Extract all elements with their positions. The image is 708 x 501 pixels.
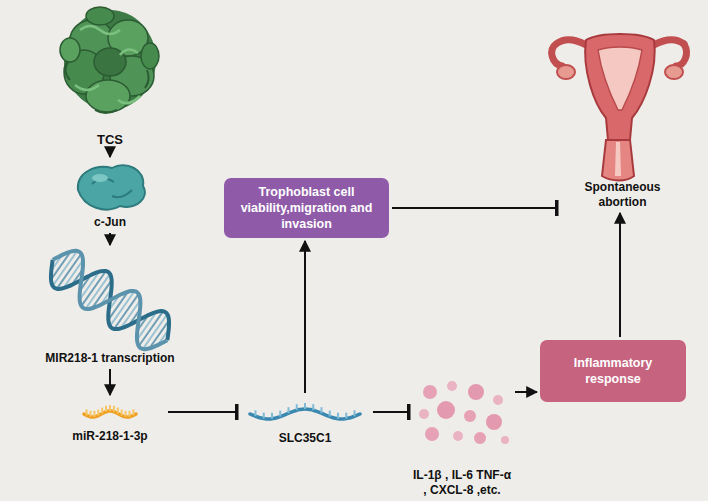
inhibition-connector <box>168 411 237 413</box>
uterus-illustration <box>552 34 687 181</box>
mrna-strand <box>250 403 360 419</box>
arrow-connector <box>304 241 306 393</box>
cytokine-node: IL-1β , IL-6 TNF-α , CXCL-8 ,etc. <box>412 380 512 498</box>
rna-base <box>288 407 290 413</box>
arrow-connector <box>619 213 621 337</box>
rna-base <box>255 410 257 416</box>
inhibition-connector <box>373 411 409 413</box>
node-label: c-Jun <box>94 215 126 230</box>
rna-base <box>296 404 298 410</box>
rna-base <box>109 405 111 411</box>
mirna-strand <box>84 405 136 417</box>
rna-base <box>101 408 103 414</box>
rna-base <box>105 406 107 412</box>
rna-base <box>263 413 265 419</box>
rna-base <box>97 410 99 416</box>
rna-base <box>129 411 131 417</box>
rna-base <box>321 407 323 413</box>
arrow-connector <box>515 391 537 393</box>
rna-backbone <box>250 409 360 419</box>
rna-backbone <box>84 411 136 417</box>
rna-base <box>312 404 314 410</box>
rna-base <box>113 406 115 412</box>
rna-base <box>354 410 356 416</box>
rna-base <box>125 411 127 417</box>
rna-base <box>121 410 123 416</box>
node-label: Spontaneous abortion <box>560 180 685 210</box>
node-label: TCS <box>97 132 123 148</box>
box-label: Inflammatory response <box>548 355 678 388</box>
rna-base <box>271 413 273 419</box>
rna-base <box>279 411 281 417</box>
rna-base <box>337 413 339 419</box>
node-label: SLC35C1 <box>279 431 332 446</box>
box-label: Trophoblast cell viability,migration and… <box>232 184 381 233</box>
gene-node: MIR218-1 transcription <box>30 248 190 366</box>
mrna-node: SLC35C1 <box>240 396 370 446</box>
rna-base <box>93 411 95 417</box>
protein-node: TCS <box>55 2 165 148</box>
protein-node: c-Jun <box>65 160 155 230</box>
process-box: Trophoblast cell viability,migration and… <box>224 178 389 238</box>
rna-base <box>304 403 306 409</box>
arrow-connector <box>109 369 111 395</box>
arrow-connector <box>109 151 111 157</box>
outcome-node: Spontaneous abortion <box>560 2 685 210</box>
c-jun-protein-blob <box>78 165 145 209</box>
cytokine-dots <box>419 381 509 444</box>
rna-base <box>345 413 347 419</box>
rna-base <box>90 411 92 417</box>
dna-strand <box>40 242 180 358</box>
rna-base <box>132 409 134 415</box>
node-label: MIR218-1 transcription <box>45 351 174 366</box>
inhibition-connector <box>392 207 557 209</box>
node-label: miR-218-1-3p <box>72 429 147 444</box>
process-box: Inflammatory response <box>540 340 686 402</box>
dna-helix <box>40 242 180 358</box>
rna-base <box>329 411 331 417</box>
mirna-node: miR-218-1-3p <box>55 398 165 444</box>
arrow-connector <box>109 233 111 245</box>
node-label: IL-1β , IL-6 TNF-α , CXCL-8 ,etc. <box>412 468 512 498</box>
rna-base <box>86 409 88 415</box>
protein-illustration <box>60 7 159 113</box>
rna-base <box>117 408 119 414</box>
dna-strand <box>40 242 180 358</box>
